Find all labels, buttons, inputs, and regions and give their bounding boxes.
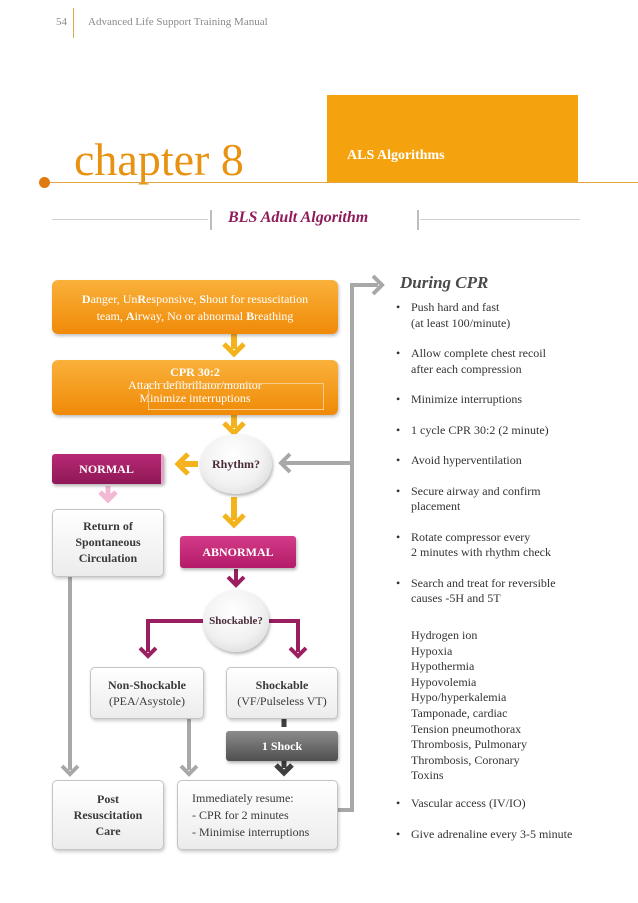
during-cpr-list: •Push hard and fast(at least 100/minute)…	[396, 300, 636, 607]
shockable-box: Shockable (VF/Pulseless VT)	[226, 667, 338, 719]
non-shockable-box: Non-Shockable (PEA/Asystole)	[90, 667, 204, 719]
drsabc-line-2: team, Airway, No or abnormal Breathing	[96, 309, 294, 323]
cpr-inner-frame	[148, 383, 324, 410]
list-item: •Give adrenaline every 3-5 minute	[396, 826, 573, 841]
section-rule-right	[420, 219, 580, 220]
chapter-rule	[44, 182, 638, 183]
during-cpr-list-continued: •Vascular access (IV/IO) •Give adrenalin…	[396, 796, 636, 842]
list-item: •Avoid hyperventilation	[396, 453, 522, 467]
shockable-decision: Shockable?	[203, 590, 269, 652]
section-bar-left	[210, 210, 212, 230]
chapter-title: chapter 8	[74, 134, 244, 185]
header-divider	[73, 8, 74, 38]
page-number: 54	[56, 16, 67, 28]
arrow-to-nonshock	[146, 619, 203, 652]
abnormal-box: ABNORMAL	[180, 536, 296, 568]
arrow-head-normal	[174, 452, 190, 476]
chapter-subtitle: ALS Algorithms	[347, 148, 445, 163]
normal-box: NORMAL	[52, 454, 164, 484]
one-shock-box: 1 Shock	[226, 731, 338, 761]
post-resuscitation-box: Post Resuscitation Care	[52, 780, 164, 850]
list-item: •Push hard and fast(at least 100/minute)	[396, 300, 511, 330]
arrow-head-3	[222, 513, 246, 529]
list-item: •Minimize interruptions	[396, 392, 522, 406]
chapter-banner	[327, 95, 578, 183]
arrow-to-shock	[269, 619, 300, 652]
arrow-head-2	[222, 421, 246, 437]
section-title: BLS Adult Algorithm	[228, 209, 369, 226]
cpr-line-2: Minimize interruptions	[139, 391, 251, 405]
arrow-head-1	[222, 342, 246, 358]
rhythm-decision: Rhythm?	[200, 434, 272, 494]
cpr-line-1: Attach defibrillator/monitor	[128, 378, 262, 392]
list-item: •Vascular access (IV/IO)	[396, 796, 526, 810]
chapter-rule-dot	[39, 177, 50, 188]
drsabc-line-1: Danger, UnResponsive, Shout for resuscit…	[81, 292, 309, 306]
rosc-box: Return of Spontaneous Circulation	[52, 509, 164, 577]
section-bar-right	[417, 210, 419, 230]
cpr-box: CPR 30:2 Attach defibrillator/monitor Mi…	[52, 360, 338, 415]
reversible-causes-list: Hydrogen ion Hypoxia Hypothermia Hypovol…	[411, 628, 527, 783]
loop-to-during-cpr	[350, 283, 378, 463]
during-cpr-title: During CPR	[400, 273, 489, 292]
loop-back-line	[282, 461, 354, 812]
resume-box: Immediately resume: - CPR for 2 minutes …	[177, 780, 338, 850]
cpr-title: CPR 30:2	[170, 365, 220, 379]
running-title: Advanced Life Support Training Manual	[88, 16, 268, 28]
section-rule-left	[52, 219, 208, 220]
list-item: •1 cycle CPR 30:2 (2 minute)	[396, 422, 549, 437]
drsabc-box: Danger, UnResponsive, Shout for resuscit…	[52, 280, 338, 334]
